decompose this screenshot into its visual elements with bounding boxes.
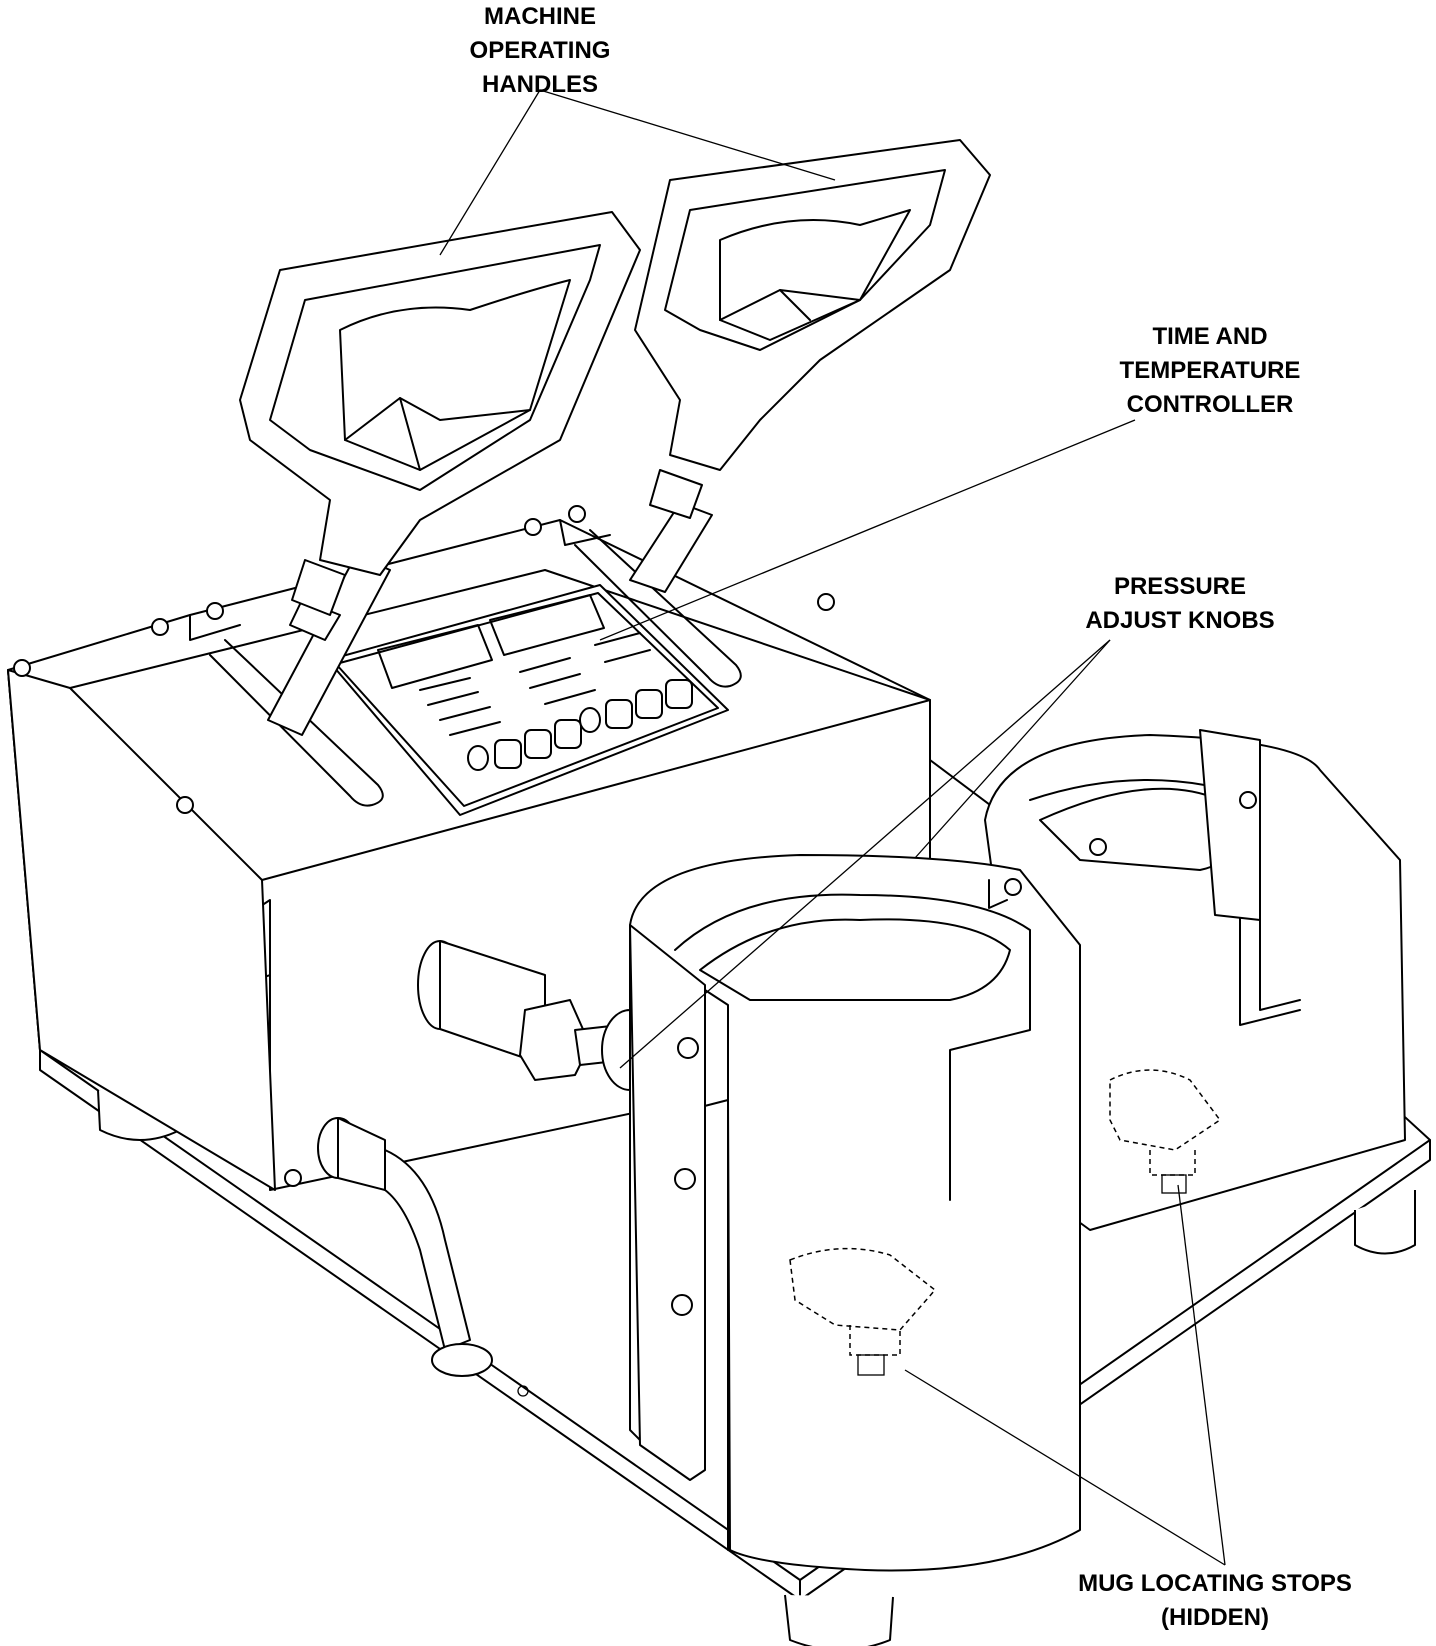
left-mug-heater: [629, 854, 1081, 1572]
base-feet: [97, 1089, 1416, 1646]
label-machine-operating-handles: MACHINE OPERATING HANDLES: [469, 3, 611, 98]
handle-slots: [209, 529, 742, 807]
right-mug-heater: [984, 729, 1406, 1231]
housing-screws: [13, 505, 835, 1187]
right-operating-handle: [629, 139, 991, 593]
label-mug-locating-stops: MUG LOCATING STOPS (HIDDEN): [1078, 1570, 1352, 1631]
left-operating-handle: [239, 211, 641, 736]
label-pressure-adjust-knobs: PRESSURE ADJUST KNOBS: [1085, 573, 1275, 634]
power-hose: [317, 1117, 529, 1397]
leader-lines: [439, 89, 1226, 1566]
control-panel: [327, 584, 729, 816]
label-time-temperature-controller: TIME AND TEMPERATURE CONTROLLER: [1119, 323, 1301, 418]
